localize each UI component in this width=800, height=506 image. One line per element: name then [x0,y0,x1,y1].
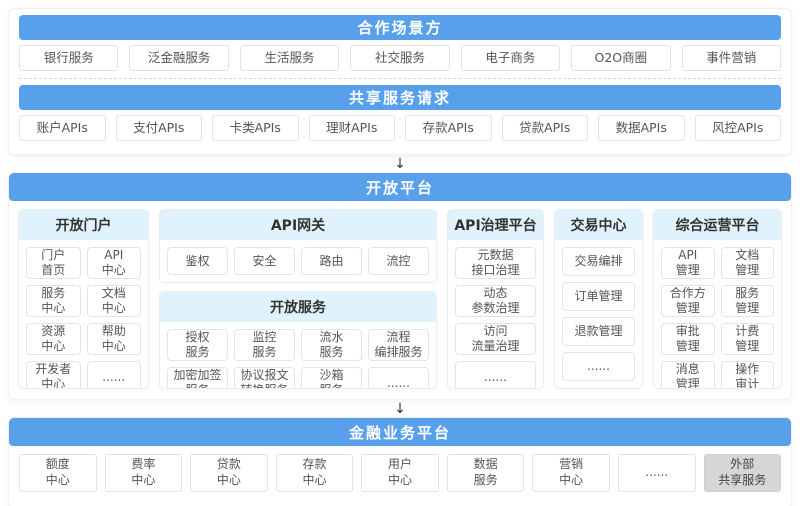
panel-trade-center-title: 交易中心 [555,210,642,240]
portal-cell-home: 门户 首页 [26,247,81,279]
operation-cell-partner-mgmt: 合作方 管理 [661,285,715,317]
operation-cell-audit: 操作 审计 [720,361,774,388]
api-box-payment: 支付APIs [115,115,202,141]
portal-cell-service-center: 服务 中心 [26,285,81,317]
panel-api-governance-body: 元数据 接口治理 动态 参数治理 访问 流量治理 ...... [448,240,543,388]
openservice-cell-protocol: 协议报文 转换服务 [234,367,295,388]
operation-cell-approval-mgmt: 审批 管理 [661,323,715,355]
panel-trade-center: 交易中心 交易编排 订单管理 退款管理 ...... [554,209,643,389]
gateway-cell-flowcontrol: 流控 [368,247,429,275]
scenarios-title-bar: 合作场景方 [19,15,781,40]
panel-api-gateway: API网关 鉴权 安全 路由 流控 [159,209,437,283]
gateway-cell-security: 安全 [234,247,295,275]
panel-api-governance: API治理平台 元数据 接口治理 动态 参数治理 访问 流量治理 ...... [447,209,544,389]
panel-operation-platform-title: 综合运营平台 [654,210,781,240]
portal-cell-api-center: API 中心 [86,247,141,279]
openservice-cell-encryption: 加密加签 服务 [167,367,228,388]
shared-requests-title-bar: 共享服务请求 [19,85,781,110]
open-platform-title-bar: 开放平台 [9,173,791,201]
operation-cell-billing-mgmt: 计费 管理 [720,323,774,355]
gateway-column: API网关 鉴权 安全 路由 流控 开放服务 授权 服务 监控 服务 流水 服务… [159,209,437,389]
gateway-cell-auth: 鉴权 [167,247,228,275]
finance-box-external-shared: 外部 共享服务 [703,454,782,492]
finance-platform-section: 金融业务平台 额度 中心 费率 中心 贷款 中心 存款 中心 用户 中心 数据 … [8,417,792,506]
panel-api-governance-title: API治理平台 [448,210,543,240]
finance-box-rate: 费率 中心 [104,454,183,492]
trade-cell-order: 订单管理 [562,282,635,311]
trade-cell-more: ...... [562,352,635,381]
panel-open-portal-title: 开放门户 [19,210,148,240]
governance-cell-more: ...... [455,361,536,388]
api-box-deposit: 存款APIs [405,115,492,141]
panel-api-gateway-title: API网关 [160,210,436,240]
down-arrow-icon: ↓ [394,155,406,172]
panel-open-services: 开放服务 授权 服务 监控 服务 流水 服务 流程 编排服务 加密加签 服务 协… [159,291,437,389]
scenario-box-o2o: O2O商圈 [571,45,671,71]
panel-open-services-title: 开放服务 [160,292,436,322]
scenario-box-ecommerce: 电子商务 [460,45,561,71]
openservice-cell-authorization: 授权 服务 [167,329,228,361]
openservice-cell-sandbox: 沙箱 服务 [301,367,362,388]
finance-row: 额度 中心 费率 中心 贷款 中心 存款 中心 用户 中心 数据 服务 营销 中… [9,454,791,492]
portal-cell-more: ...... [86,361,141,388]
open-platform-section: 开放平台 开放门户 门户 首页 API 中心 服务 中心 文档 中心 资源 中心… [8,172,792,400]
portal-cell-developer-center: 开发者 中心 [26,361,81,388]
scenarios-row: 银行服务 泛金融服务 生活服务 社交服务 电子商务 O2O商圈 事件营销 [19,45,781,71]
scenario-box-social: 社交服务 [350,45,450,71]
finance-box-deposit: 存款 中心 [275,454,354,492]
scenarios-section: 合作场景方 银行服务 泛金融服务 生活服务 社交服务 电子商务 O2O商圈 事件… [8,8,792,155]
panel-open-portal-body: 门户 首页 API 中心 服务 中心 文档 中心 资源 中心 帮助 中心 开发者… [19,240,148,388]
portal-cell-doc-center: 文档 中心 [86,285,141,317]
finance-box-loan: 贷款 中心 [190,454,268,492]
panel-api-gateway-body: 鉴权 安全 路由 流控 [160,240,436,282]
shared-apis-row: 账户APIs 支付APIs 卡类APIs 理财APIs 存款APIs 贷款API… [19,115,781,141]
gateway-cell-route: 路由 [301,247,362,275]
governance-cell-dynamic-params: 动态 参数治理 [455,285,536,317]
scenario-box-life: 生活服务 [239,45,340,71]
scenario-box-bank: 银行服务 [19,45,119,71]
governance-cell-traffic: 访问 流量治理 [455,323,536,355]
api-box-card: 卡类APIs [212,115,299,141]
finance-box-more: ...... [617,454,696,492]
api-box-loan: 贷款APIs [501,115,588,141]
api-box-risk: 风控APIs [694,115,781,141]
api-box-account: 账户APIs [19,115,106,141]
openservice-cell-monitor: 监控 服务 [234,329,295,361]
finance-box-user: 用户 中心 [361,454,439,492]
dashed-divider [19,78,781,79]
down-arrow-icon: ↓ [394,400,406,417]
portal-cell-help-center: 帮助 中心 [86,323,141,355]
finance-platform-title-bar: 金融业务平台 [9,418,791,446]
finance-box-data: 数据 服务 [446,454,525,492]
finance-box-marketing: 营销 中心 [532,454,610,492]
panel-operation-platform-body: API 管理 文档 管理 合作方 管理 服务 管理 审批 管理 计费 管理 消息… [654,240,781,388]
open-platform-panels: 开放门户 门户 首页 API 中心 服务 中心 文档 中心 资源 中心 帮助 中… [9,201,791,389]
openservice-cell-flow: 流水 服务 [301,329,362,361]
operation-cell-doc-mgmt: 文档 管理 [720,247,774,279]
panel-operation-platform: 综合运营平台 API 管理 文档 管理 合作方 管理 服务 管理 审批 管理 计… [653,209,782,389]
openservice-cell-more: ...... [368,367,429,388]
scenario-box-event: 事件营销 [681,45,781,71]
finance-box-quota: 额度 中心 [19,454,97,492]
trade-cell-refund: 退款管理 [562,317,635,346]
operation-cell-message-mgmt: 消息 管理 [661,361,715,388]
openservice-cell-orchestration: 流程 编排服务 [368,329,429,361]
trade-cell-orchestration: 交易编排 [562,247,635,276]
panel-trade-center-body: 交易编排 订单管理 退款管理 ...... [555,240,642,388]
panel-open-services-body: 授权 服务 监控 服务 流水 服务 流程 编排服务 加密加签 服务 协议报文 转… [160,322,436,388]
operation-cell-api-mgmt: API 管理 [661,247,715,279]
scenario-box-panfinance: 泛金融服务 [129,45,229,71]
api-box-wealth: 理财APIs [308,115,395,141]
panel-open-portal: 开放门户 门户 首页 API 中心 服务 中心 文档 中心 资源 中心 帮助 中… [18,209,149,389]
governance-cell-metadata: 元数据 接口治理 [455,247,536,279]
portal-cell-resource-center: 资源 中心 [26,323,81,355]
api-box-data: 数据APIs [598,115,685,141]
operation-cell-service-mgmt: 服务 管理 [720,285,774,317]
